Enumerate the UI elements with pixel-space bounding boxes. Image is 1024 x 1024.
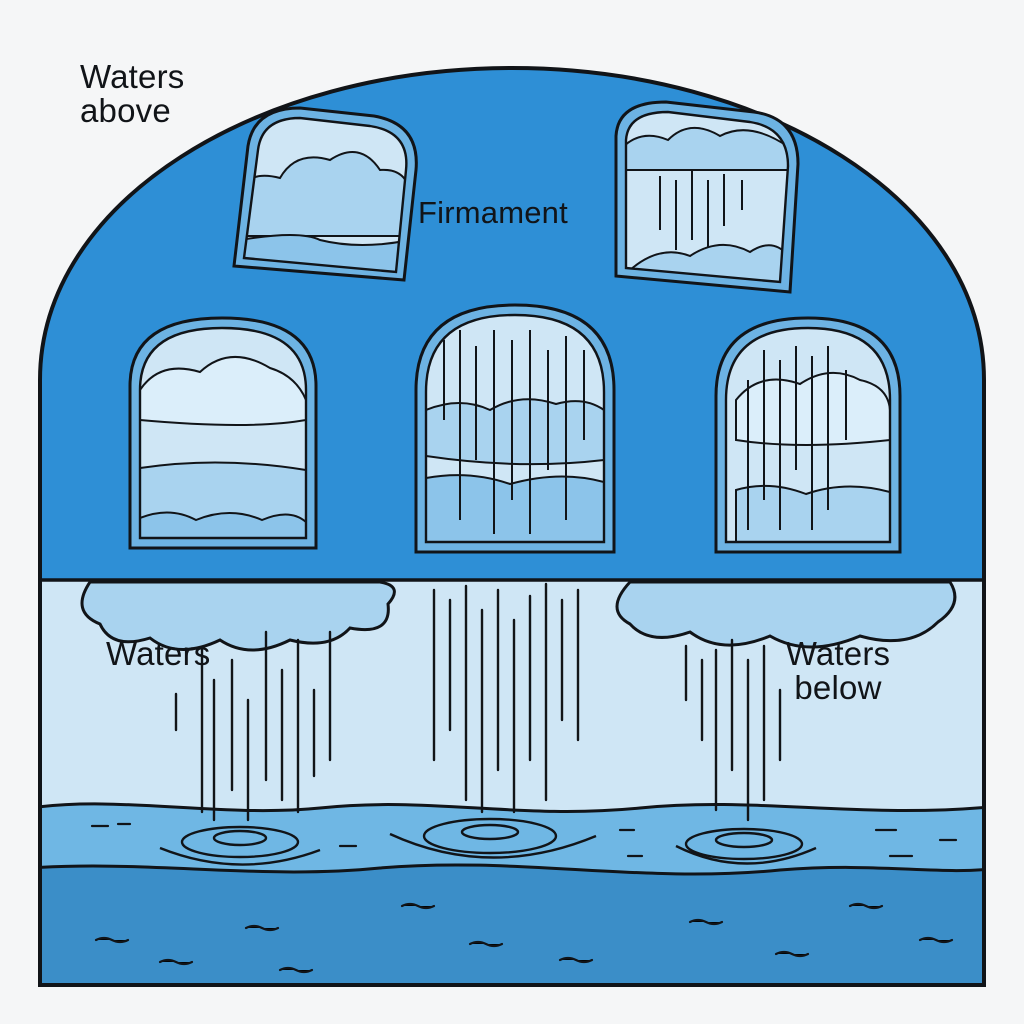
dome-outline <box>38 65 986 987</box>
rain-window <box>714 316 902 554</box>
label-waters-below: Waters below <box>785 635 891 706</box>
cloud-icon <box>80 580 396 652</box>
label-waters-above: Waters above <box>80 58 185 129</box>
cloud-window <box>128 316 318 550</box>
wave-dashes <box>90 822 958 974</box>
label-firmament: Firmament <box>418 195 568 230</box>
ripples <box>159 817 817 866</box>
lower-region <box>40 580 984 985</box>
cloud-window <box>232 106 418 282</box>
rain-window <box>414 303 616 554</box>
rain-window <box>614 100 800 294</box>
deep-water <box>40 863 984 985</box>
cloud-icon <box>615 580 957 649</box>
label-waters: Waters <box>106 635 211 672</box>
rain-streaks <box>174 582 782 822</box>
